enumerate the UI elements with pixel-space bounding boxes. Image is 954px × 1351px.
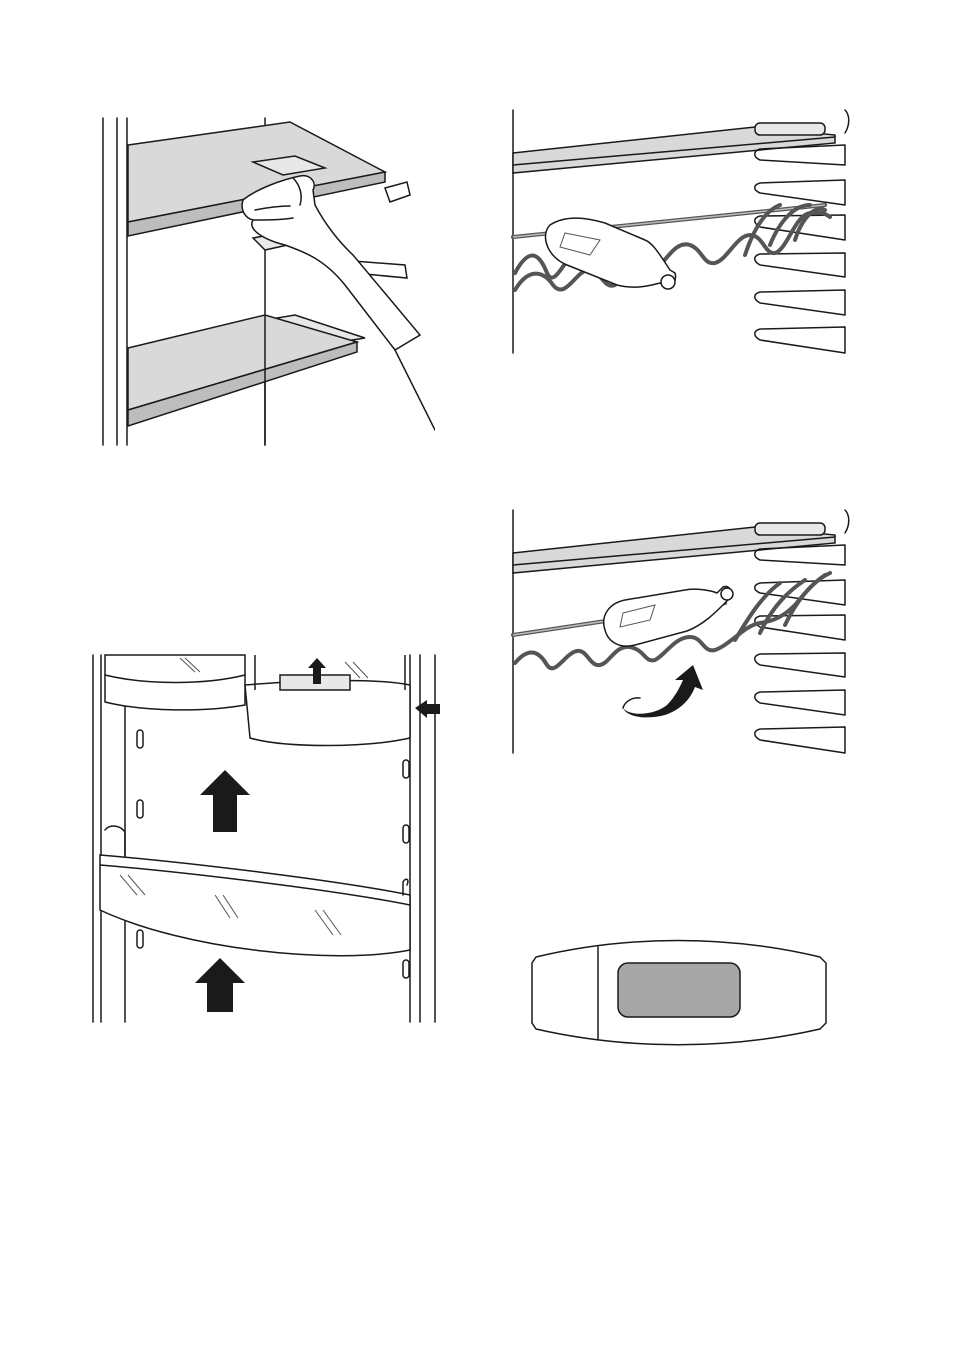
shelf-removal-illustration: [95, 110, 435, 455]
control-panel-display-illustration: [528, 935, 828, 1050]
wine-rack-stored-illustration: [505, 105, 855, 360]
figure-shelf-removal: [95, 110, 435, 455]
up-arrow-icon: [200, 770, 250, 832]
door-balcony-illustration: [85, 650, 445, 1028]
up-arrow-icon: [195, 958, 245, 1012]
figure-wine-rack-stored: [505, 105, 855, 360]
figure-display-panel: [528, 935, 828, 1050]
wine-rack-tilt-illustration: [505, 505, 855, 760]
figure-wine-rack-tilting: [505, 505, 855, 760]
display-screen: [618, 963, 740, 1017]
curved-arrow-icon: [623, 665, 703, 717]
side-arrow: [415, 700, 440, 718]
figure-door-balcony-removal: [85, 650, 445, 1028]
